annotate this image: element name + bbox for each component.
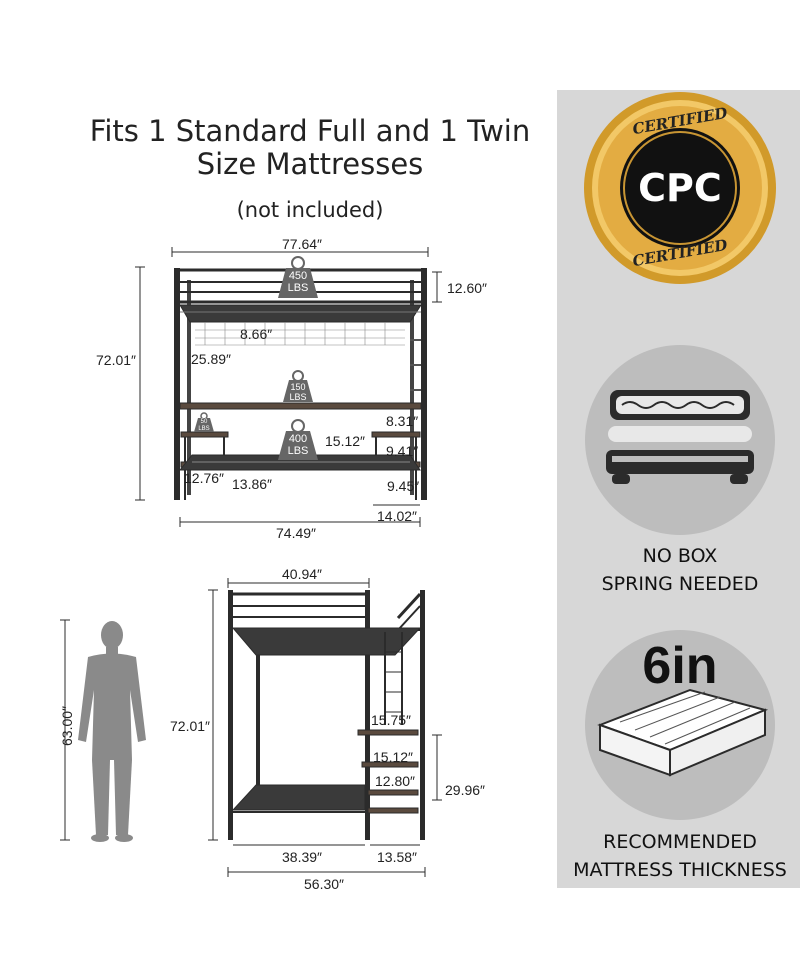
dim-rail-gap: 8.66″ (240, 326, 273, 342)
front-view-drawing (135, 247, 442, 527)
dim-side-top-width: 40.94″ (282, 566, 322, 582)
cpc-label: CPC (638, 166, 722, 210)
no-box-spring-caption: NO BOX SPRING NEEDED (560, 542, 800, 598)
dim-step-1: 15.75″ (371, 712, 411, 728)
dim-nightstand-width: 12.76″ (184, 470, 224, 486)
dim-person-height: 63.00″ (59, 706, 75, 746)
dim-front-top-width: 77.64″ (282, 236, 322, 252)
dim-nightstand-height: 13.86″ (232, 476, 272, 492)
load-label-bottom: 400 LBS (283, 433, 313, 457)
dim-step-2: 15.12″ (373, 749, 413, 765)
dim-side-shelf-bottom: 9.45″ (387, 478, 420, 494)
mattress-thickness-icon (585, 630, 775, 820)
dim-front-bottom-width: 74.49″ (276, 525, 316, 541)
load-desk-value: 150 (290, 382, 306, 392)
load-small-unit: LBS (198, 426, 210, 432)
load-bottom-value: 400 (288, 433, 308, 445)
load-desk-unit: LBS (289, 392, 307, 402)
recommended-caption: RECOMMENDED MATTRESS THICKNESS (560, 828, 800, 884)
subtitle: (not included) (236, 198, 384, 222)
weight-icon-400 (278, 419, 318, 460)
no-box-line-1: NO BOX (642, 545, 718, 567)
load-small-value: 50 (200, 419, 208, 425)
load-label-desk: 150 LBS (286, 382, 310, 402)
dim-total-width: 56.30″ (304, 876, 344, 892)
weight-icon-50 (194, 412, 214, 432)
dim-side-height: 72.01″ (170, 718, 210, 734)
thickness-label: 6in (642, 637, 718, 695)
weight-icon-450 (278, 256, 318, 298)
side-view-drawing (208, 578, 442, 877)
page-title: Fits 1 Standard Full and 1 Twin Size Mat… (70, 115, 550, 181)
dim-upper-clearance: 25.89″ (191, 351, 231, 367)
dim-side-width: 14.02″ (377, 508, 417, 524)
dim-bed-width: 38.39″ (282, 849, 322, 865)
load-top-unit: LBS (287, 282, 309, 294)
dim-desk-depth: 15.12″ (325, 433, 365, 449)
load-top-value: 450 (288, 270, 308, 282)
dim-ladder-height: 29.96″ (445, 782, 485, 798)
person-silhouette (60, 619, 146, 842)
load-label-small: 50 LBS (195, 419, 213, 433)
title-line-2: Size Mattresses (196, 147, 424, 181)
dim-side-shelf-height: 9.41″ (386, 443, 419, 459)
dim-shelf-height: 8.31″ (386, 413, 419, 429)
load-label-top: 450 LBS (283, 270, 313, 294)
recommended-line-1: RECOMMENDED (603, 831, 757, 853)
title-line-1: Fits 1 Standard Full and 1 Twin (89, 114, 531, 148)
recommended-line-2: MATTRESS THICKNESS (573, 859, 787, 881)
load-bottom-unit: LBS (287, 445, 309, 457)
no-box-spring-icon (585, 345, 775, 535)
cpc-certified-seal (584, 92, 776, 284)
dim-step-3: 12.80″ (375, 773, 415, 789)
weight-icon-150 (283, 370, 313, 402)
dim-front-height: 72.01″ (96, 352, 136, 368)
no-box-line-2: SPRING NEEDED (601, 573, 759, 595)
dim-ladder-width: 13.58″ (377, 849, 417, 865)
dim-guardrail: 12.60″ (447, 280, 487, 296)
